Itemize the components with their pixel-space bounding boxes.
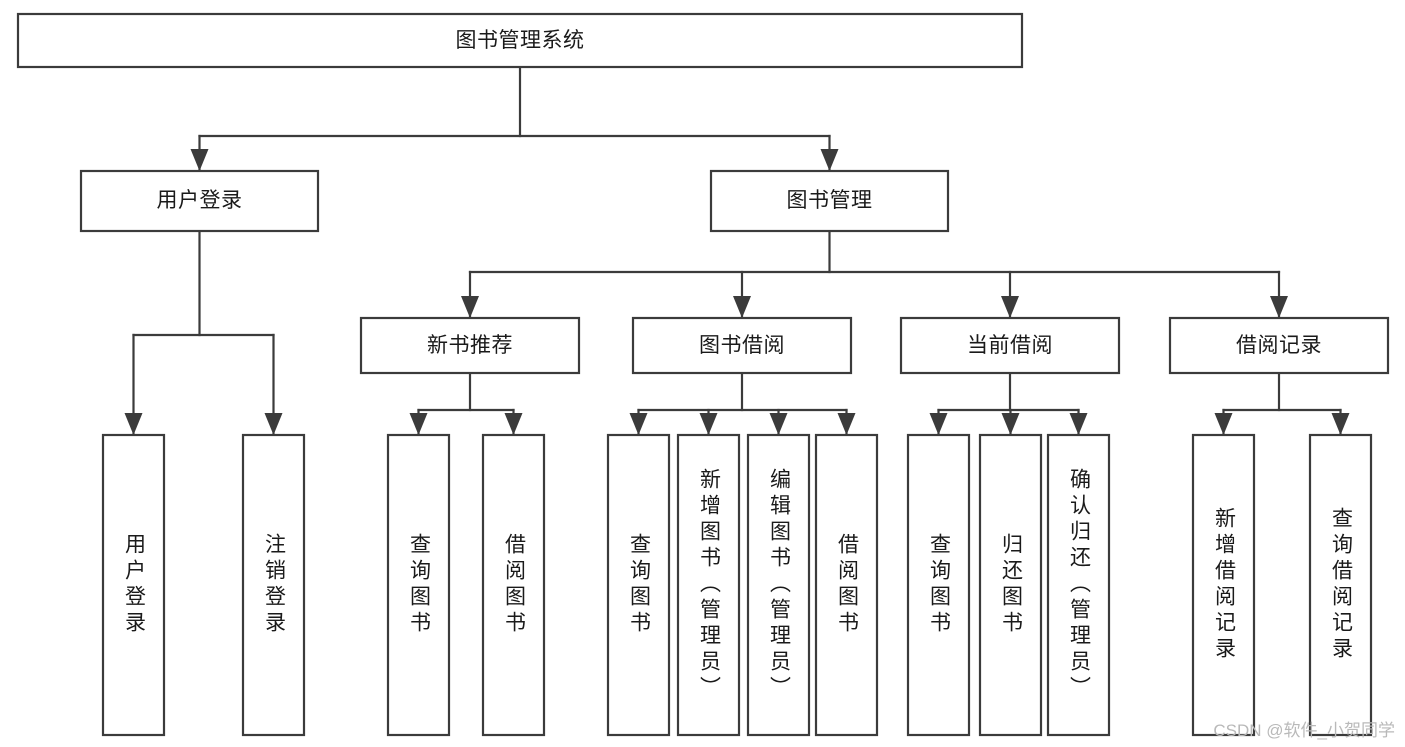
- node-box-leaf-add-book[interactable]: [676, 433, 741, 737]
- node-box-leaf-add-record[interactable]: [1191, 433, 1256, 737]
- arrow-head-icon-new-book-recommend: [461, 296, 479, 318]
- node-box-leaf-query-book-2[interactable]: [606, 433, 671, 737]
- boxes-layer: [16, 12, 1390, 737]
- arrow-head-icon-current-borrow: [1001, 296, 1019, 318]
- node-box-leaf-query-book-1[interactable]: [386, 433, 451, 737]
- node-box-root[interactable]: [16, 12, 1024, 69]
- node-box-book-borrow[interactable]: [631, 316, 853, 375]
- arrow-head-icon-leaf-user-login: [124, 413, 143, 435]
- arrow-head-icon-leaf-confirm-return: [1069, 413, 1088, 435]
- node-box-leaf-confirm-return[interactable]: [1046, 433, 1111, 737]
- node-box-leaf-user-login[interactable]: [101, 433, 166, 737]
- node-box-user-login[interactable]: [79, 169, 320, 233]
- arrow-head-icon-leaf-borrow-book-1: [504, 413, 523, 435]
- node-box-leaf-borrow-book-2[interactable]: [814, 433, 879, 737]
- arrow-head-icon-leaf-query-record: [1331, 413, 1350, 435]
- arrow-head-icon-borrow-record: [1270, 296, 1288, 318]
- node-box-book-manage[interactable]: [709, 169, 950, 233]
- arrow-head-icon-leaf-return-book: [1001, 413, 1020, 435]
- arrow-head-icon-leaf-query-book-1: [409, 413, 428, 435]
- arrow-head-icon-leaf-logout: [264, 413, 283, 435]
- arrow-head-icon-leaf-borrow-book-2: [837, 413, 856, 435]
- node-box-current-borrow[interactable]: [899, 316, 1121, 375]
- arrow-head-icon-leaf-edit-book: [769, 413, 788, 435]
- arrow-head-icon-leaf-query-book-3: [929, 413, 948, 435]
- node-box-leaf-return-book[interactable]: [978, 433, 1043, 737]
- node-box-leaf-logout[interactable]: [241, 433, 306, 737]
- node-box-new-book-recommend[interactable]: [359, 316, 581, 375]
- arrow-head-icon-leaf-add-record: [1214, 413, 1233, 435]
- connectors-layer: [124, 65, 1350, 436]
- node-box-leaf-edit-book[interactable]: [746, 433, 811, 737]
- node-box-leaf-query-book-3[interactable]: [906, 433, 971, 737]
- arrow-head-icon-book-manage: [820, 149, 839, 171]
- arrow-head-icon-leaf-query-book-2: [629, 413, 648, 435]
- node-box-leaf-query-record[interactable]: [1308, 433, 1373, 737]
- arrow-head-icon-book-borrow: [733, 296, 751, 318]
- arrow-head-icon-leaf-add-book: [699, 413, 718, 435]
- node-box-leaf-borrow-book-1[interactable]: [481, 433, 546, 737]
- node-box-borrow-record[interactable]: [1168, 316, 1390, 375]
- arrow-head-icon-user-login: [190, 149, 209, 171]
